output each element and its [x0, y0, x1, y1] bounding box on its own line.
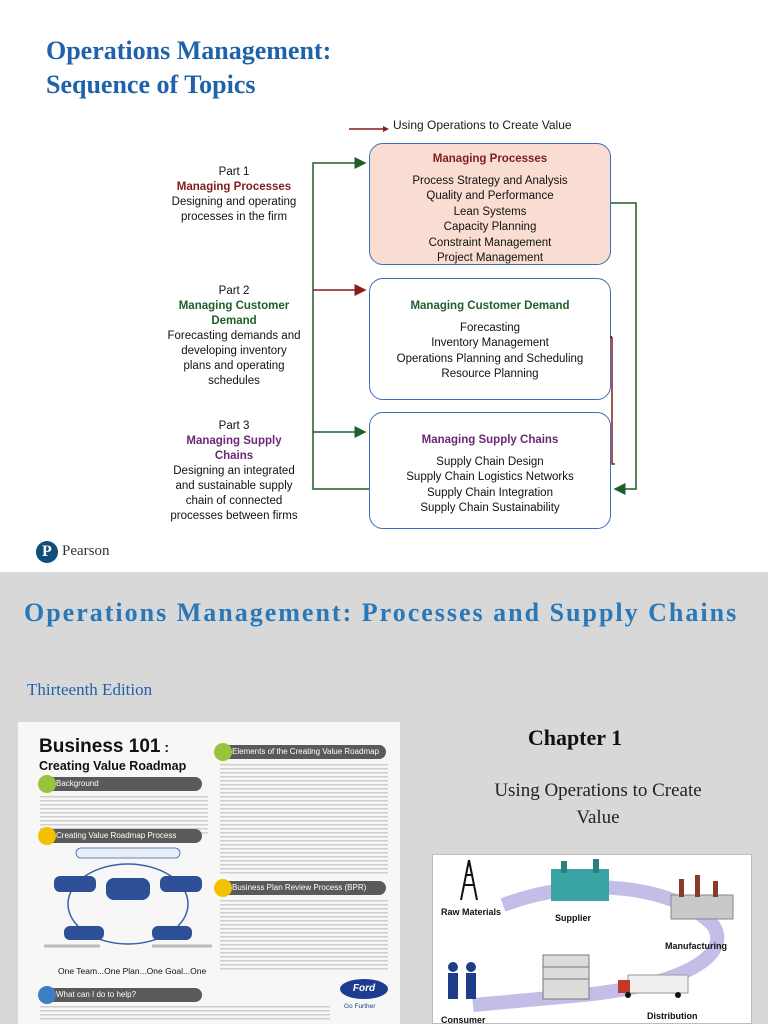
topic-box-title: Managing Processes	[432, 153, 548, 165]
part-description: Designing an integrated and sustainable …	[170, 465, 298, 522]
part-number: Part 2	[218, 285, 250, 297]
consumer-people-icon	[448, 962, 476, 999]
topic-item: Supply Chain Design	[436, 455, 544, 468]
part-number: Part 3	[218, 420, 250, 432]
poster-title: Business 101 :	[39, 736, 170, 757]
topic-box-managing-processes: Managing Processes Process Strategy and …	[369, 143, 611, 265]
legend-label: Using Operations to Create Value	[393, 118, 572, 132]
slide1-title-line1: Operations Management:	[46, 36, 332, 65]
book-title: Operations Management: Processes and Sup…	[24, 598, 739, 627]
distribution-truck-icon	[618, 974, 689, 998]
chain-label-distribution: Distribution	[647, 1011, 698, 1021]
oil-derrick-icon	[460, 859, 478, 901]
topic-item: Supply Chain Integration	[427, 486, 553, 499]
warehouse-icon	[542, 954, 590, 1000]
ford-logo-icon: Ford	[340, 979, 388, 999]
part-description: Forecasting demands and developing inven…	[167, 330, 301, 387]
part-name: Managing Supply Chains	[186, 435, 282, 462]
supply-chain-flow-arrow	[448, 859, 734, 1012]
topic-box-title: Managing Customer Demand	[410, 300, 570, 312]
publisher-name: Pearson	[62, 543, 110, 559]
supplier-factory-icon	[551, 859, 609, 901]
poster-section-pill: Background	[38, 775, 202, 793]
poster-section-pill: Elements of the Creating Value Roadmap	[214, 743, 386, 761]
poster-subtitle: Creating Value Roadmap	[39, 759, 187, 773]
chain-label-supplier: Supplier	[555, 913, 592, 923]
poster-section-pill: Business Plan Review Process (BPR)	[214, 879, 386, 897]
topic-item: Constraint Management	[428, 236, 552, 249]
topic-box-managing-supply-chains: Managing Supply Chains Supply Chain Desi…	[369, 412, 611, 529]
topic-item: Supply Chain Logistics Networks	[406, 471, 574, 483]
poster-section-pill: Creating Value Roadmap Process	[38, 827, 202, 845]
chain-label-manufacturing: Manufacturing	[665, 941, 727, 951]
part-3: Part 3 Managing Supply Chains Designing …	[166, 419, 302, 524]
legend-arrow-icon	[349, 126, 389, 132]
book-edition: Thirteenth Edition	[27, 680, 153, 699]
part-description: Designing and operating processes in the…	[171, 196, 297, 223]
poster-text-block	[40, 1006, 330, 1022]
slide-title-page: Operations Management: Processes and Sup…	[0, 572, 768, 1024]
poster-text-block	[220, 900, 388, 970]
topic-item: Lean Systems	[453, 205, 527, 218]
arrow-left-green	[312, 157, 369, 490]
chapter-number: Chapter 1	[527, 725, 623, 750]
topic-item: Project Management	[436, 252, 544, 264]
topic-item: Capacity Planning	[443, 221, 537, 233]
roadmap-cycle-diagram	[44, 847, 212, 948]
part-name: Managing Processes	[176, 181, 292, 193]
topic-item: Forecasting	[459, 321, 521, 334]
manufacturing-plant-icon	[670, 875, 734, 920]
poster-section-pill: What can I do to help?	[38, 986, 202, 1004]
topic-item: Supply Chain Sustainability	[420, 502, 560, 514]
chapter-title: Using Operations to Create Value	[494, 780, 702, 828]
poster-tagline: Go Further	[344, 1003, 376, 1010]
poster-footer-slogan: One Team...One Plan...One Goal...One	[58, 966, 207, 976]
slide-sequence-of-topics: Operations Management: Sequence of Topic…	[36, 34, 637, 563]
pearson-logo-icon: P	[36, 541, 58, 563]
topic-box-managing-customer-demand: Managing Customer Demand Forecasting Inv…	[369, 278, 611, 400]
arrow-red-vertical	[611, 337, 615, 465]
business-101-poster: Business 101 : Creating Value Roadmap Ba…	[18, 722, 400, 1024]
topic-item: Process Strategy and Analysis	[412, 174, 568, 187]
part-number: Part 1	[218, 166, 250, 178]
supply-chain-illustration: Raw Materials Supplier Manufacturing Dis…	[432, 854, 752, 1024]
topic-item: Inventory Management	[431, 337, 549, 349]
topic-box-title: Managing Supply Chains	[421, 434, 559, 446]
poster-text-block	[40, 796, 208, 834]
topic-item: Operations Planning and Scheduling	[396, 352, 584, 365]
part-1: Part 1 Managing Processes Designing and …	[166, 165, 302, 225]
slide1-title-line2: Sequence of Topics	[46, 70, 256, 99]
topic-item: Resource Planning	[441, 368, 539, 380]
poster-text-block	[220, 764, 388, 874]
arrow-right-green-main	[611, 202, 637, 495]
chain-label-raw-materials: Raw Materials	[441, 907, 502, 917]
part-2: Part 2 Managing Customer Demand Forecast…	[166, 284, 302, 389]
slide1-title: Operations Management: Sequence of Topic…	[46, 34, 331, 102]
chain-label-consumer: Consumer	[441, 1015, 486, 1024]
topic-item: Quality and Performance	[426, 190, 554, 202]
part-name: Managing Customer Demand	[178, 300, 290, 327]
